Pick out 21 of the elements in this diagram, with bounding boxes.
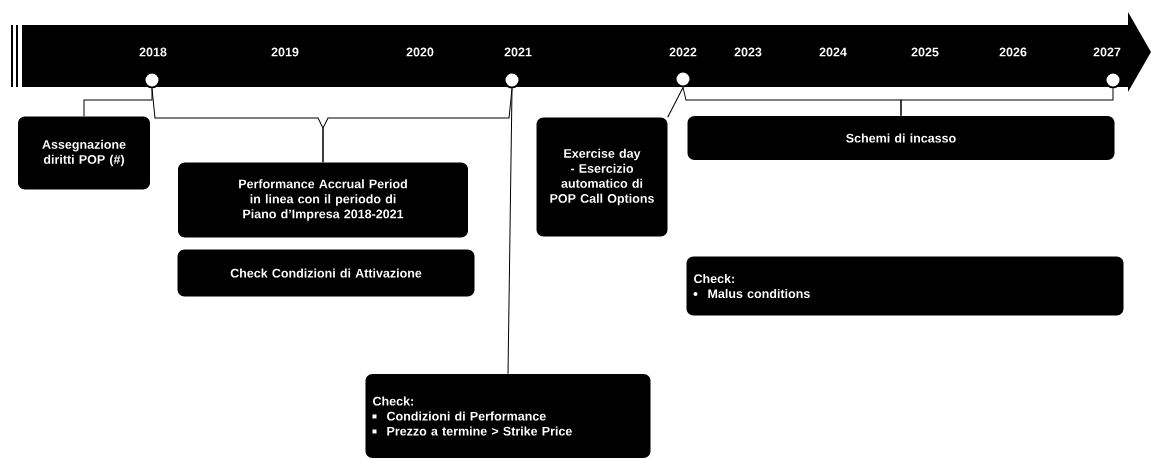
year-label: 2022 bbox=[669, 47, 697, 57]
text-box: Exercise day - Esercizio automatico di POP Call Options bbox=[536, 117, 668, 237]
connector-line bbox=[507, 88, 513, 375]
year-label: 2021 bbox=[504, 47, 532, 57]
year-label: 2023 bbox=[734, 47, 762, 57]
text-box: Check: Condizioni di Performance Prezzo a termine > Strike Price bbox=[365, 374, 651, 458]
year-label: 2020 bbox=[406, 47, 434, 57]
year-label: 2019 bbox=[271, 47, 299, 57]
year-label: 2024 bbox=[819, 47, 847, 57]
text-box: Performance Accrual Period in linea con il periodo di Piano d’Impresa 2018-2021 bbox=[178, 162, 468, 238]
year-label: 2027 bbox=[1093, 47, 1121, 57]
year-label: 2026 bbox=[999, 47, 1027, 57]
text-box: Check: Malus conditions bbox=[686, 256, 1124, 316]
connector-line bbox=[83, 88, 153, 117]
connector-line bbox=[667, 87, 684, 118]
text-box: Check Condizioni di Attivazione bbox=[177, 249, 475, 297]
text-box: Assegnazione diritti POP (#) bbox=[18, 116, 150, 190]
bracket-line bbox=[900, 88, 1114, 117]
year-label: 2018 bbox=[139, 47, 167, 57]
year-label: 2025 bbox=[911, 47, 939, 57]
text-box: Schemi di incasso bbox=[687, 116, 1115, 160]
